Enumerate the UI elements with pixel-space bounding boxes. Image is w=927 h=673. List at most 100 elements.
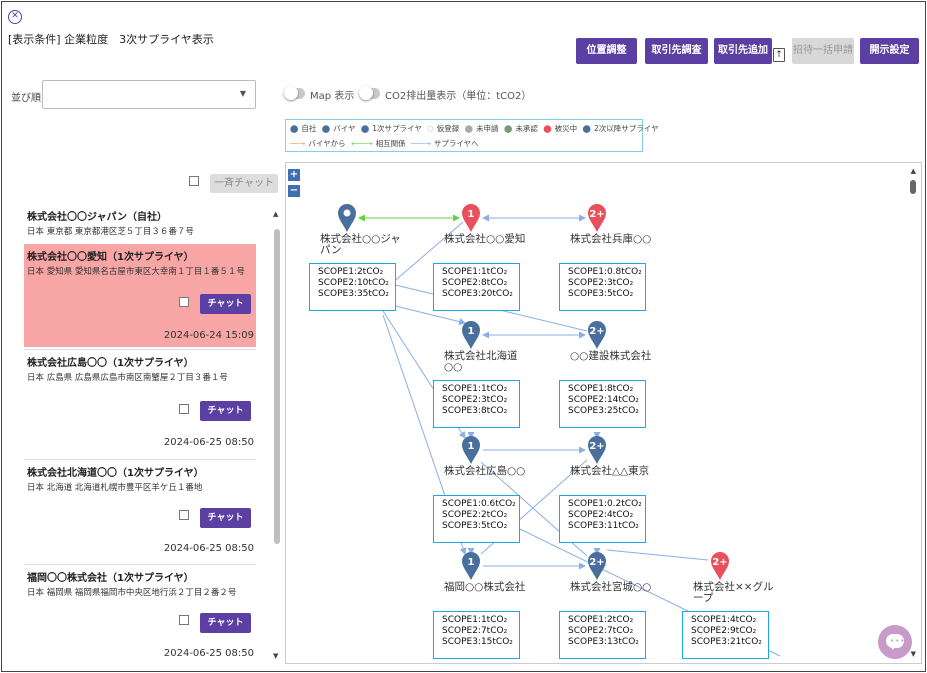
map-pin-icon: ⬤ bbox=[582, 124, 591, 133]
node-label: 株式会社広島○○ bbox=[444, 465, 526, 477]
close-icon[interactable]: ✕ bbox=[8, 10, 22, 24]
map-pin-icon[interactable] bbox=[338, 204, 356, 232]
item-checkbox[interactable] bbox=[179, 404, 189, 414]
legend-arrows: ──→バイヤから ←──→相互関係 ───→サプライヤへ bbox=[290, 139, 479, 148]
zoom-in-button[interactable]: + bbox=[288, 169, 300, 181]
map-pin-icon[interactable]: 2+ bbox=[588, 436, 606, 464]
company-address: 日本 北海道 北海道札幌市豊平区羊ケ丘１番地 bbox=[27, 483, 203, 493]
map-pin-icon: ⬤ bbox=[290, 124, 299, 133]
chat-button[interactable]: チャット bbox=[200, 613, 251, 633]
sort-select[interactable]: ▼ bbox=[42, 80, 256, 109]
node-label: 株式会社宮城○○ bbox=[570, 581, 652, 593]
chat-button[interactable]: チャット bbox=[200, 508, 251, 528]
node-label: 株式会社北海道○○ bbox=[444, 350, 518, 373]
map-pin-icon[interactable]: 1 bbox=[462, 321, 480, 349]
item-checkbox[interactable] bbox=[179, 510, 189, 520]
svg-text:2+: 2+ bbox=[589, 326, 604, 337]
scope-value: SCOPE1:4tCO₂ bbox=[691, 615, 757, 625]
scope-value: SCOPE2:10tCO₂ bbox=[318, 278, 389, 288]
chat-button[interactable]: チャット bbox=[200, 401, 251, 421]
partner-survey-button[interactable]: 取引先調査 bbox=[645, 38, 708, 64]
map-pin-icon[interactable]: 1 bbox=[462, 204, 480, 232]
map-toggle[interactable] bbox=[284, 86, 305, 100]
toggle-knob bbox=[284, 86, 298, 100]
company-name: 株式会社北海道〇〇（1次サプライヤ） bbox=[27, 468, 204, 479]
divider bbox=[24, 564, 256, 565]
list-item[interactable]: 福岡〇〇株式会社（1次サプライヤ） 日本 福岡県 福岡県福岡市中央区地行浜２丁目… bbox=[24, 565, 256, 664]
toggle-knob bbox=[359, 86, 373, 100]
item-checkbox[interactable] bbox=[179, 297, 189, 307]
list-item[interactable]: 株式会社北海道〇〇（1次サプライヤ） 日本 北海道 北海道札幌市豊平区羊ケ丘１番… bbox=[24, 460, 256, 563]
scope-value: SCOPE2:4tCO₂ bbox=[568, 510, 634, 520]
scope-value: SCOPE2:2tCO₂ bbox=[442, 510, 508, 520]
file-upload-icon[interactable]: ↑ bbox=[773, 48, 785, 62]
scope-value: SCOPE1:0.2tCO₂ bbox=[568, 499, 642, 509]
scroll-down-icon[interactable]: ▼ bbox=[273, 652, 279, 660]
select-all-checkbox[interactable] bbox=[189, 176, 199, 186]
graph-edge bbox=[382, 221, 464, 292]
scope-value: SCOPE2:7tCO₂ bbox=[568, 626, 634, 636]
scroll-up-icon[interactable]: ▲ bbox=[273, 210, 279, 218]
scope-value: SCOPE3:13tCO₂ bbox=[568, 637, 639, 647]
list-item[interactable]: 株式会社〇〇ジャパン（自社） 日本 東京都 東京都港区芝５丁目３６番７号 bbox=[24, 204, 256, 240]
map-pin-icon[interactable]: 2+ bbox=[588, 204, 606, 232]
map-pin-icon[interactable]: 2+ bbox=[588, 552, 606, 580]
item-checkbox[interactable] bbox=[179, 615, 189, 625]
scroll-up-icon[interactable]: ▲ bbox=[910, 167, 916, 175]
disclosure-settings-button[interactable]: 開示設定 bbox=[860, 38, 919, 64]
company-name: 株式会社広島〇〇（1次サプライヤ） bbox=[27, 358, 194, 369]
map-pin-icon: ⬤ bbox=[321, 124, 331, 133]
list-item[interactable]: 株式会社〇〇愛知（1次サプライヤ） 日本 愛知県 愛知県名古屋市東区大幸南１丁目… bbox=[24, 244, 256, 347]
map-pin-icon: ⬤ bbox=[464, 124, 474, 133]
divider bbox=[24, 349, 256, 350]
map-pin-icon[interactable]: 1 bbox=[462, 552, 480, 580]
chat-button[interactable]: チャット bbox=[200, 294, 251, 314]
scope-value: SCOPE3:11tCO₂ bbox=[568, 521, 639, 531]
scope-value: SCOPE1:2tCO₂ bbox=[318, 267, 384, 277]
company-list: 株式会社〇〇ジャパン（自社） 日本 東京都 東京都港区芝５丁目３６番７号 株式会… bbox=[24, 204, 256, 664]
scope-value: SCOPE1:1tCO₂ bbox=[442, 615, 508, 625]
legend: ⬤自社 ⬤バイヤ ⬤1次サプライヤ ○仮登録 ⬤未申請 ⬤未承認 ⬤被災中 ⬤2… bbox=[285, 119, 659, 152]
node-label: 株式会社××グループ bbox=[693, 581, 774, 604]
node-label: ○○建設株式会社 bbox=[570, 350, 652, 362]
list-item[interactable]: 株式会社広島〇〇（1次サプライヤ） 日本 広島県 広島県広島市南区南蟹屋２丁目３… bbox=[24, 350, 256, 458]
arrow-icon: ───→ bbox=[411, 139, 431, 148]
graph-edge bbox=[606, 549, 709, 561]
graph-scrollbar[interactable] bbox=[910, 180, 916, 194]
graph-edge bbox=[382, 302, 466, 325]
chat-bubble-icon[interactable]: ••• bbox=[878, 625, 912, 659]
add-partner-button[interactable]: 取引先追加 bbox=[714, 38, 772, 64]
company-address: 日本 愛知県 愛知県名古屋市東区大幸南１丁目１番５１号 bbox=[27, 267, 245, 277]
chat-dots: ••• bbox=[890, 637, 906, 645]
position-adjust-button[interactable]: 位置調整 bbox=[576, 38, 637, 64]
chat-bubble-shape bbox=[886, 634, 904, 650]
map-pin-icon[interactable]: 2+ bbox=[711, 552, 729, 580]
map-pin-icon[interactable]: 2+ bbox=[588, 321, 606, 349]
scroll-down-icon[interactable]: ▼ bbox=[910, 650, 916, 658]
co2-toggle[interactable] bbox=[359, 86, 380, 100]
timestamp: 2024-06-25 08:50 bbox=[163, 648, 254, 659]
node-label: 株式会社○○愛知 bbox=[444, 233, 526, 245]
timestamp: 2024-06-25 08:50 bbox=[163, 437, 254, 448]
legend-markers: ⬤自社 ⬤バイヤ ⬤1次サプライヤ ○仮登録 ⬤未申請 ⬤未承認 ⬤被災中 ⬤2… bbox=[290, 124, 659, 133]
svg-text:2+: 2+ bbox=[589, 441, 604, 452]
map-pin-icon[interactable]: 1 bbox=[462, 436, 480, 464]
scope-value: SCOPE1:8tCO₂ bbox=[568, 384, 634, 394]
node-label: 株式会社△△東京 bbox=[570, 465, 650, 477]
scope-value: SCOPE3:15tCO₂ bbox=[442, 637, 513, 647]
node-label: 株式会社○○ジャパン bbox=[320, 233, 401, 256]
list-scrollbar[interactable] bbox=[274, 229, 280, 544]
zoom-out-button[interactable]: − bbox=[288, 185, 300, 197]
